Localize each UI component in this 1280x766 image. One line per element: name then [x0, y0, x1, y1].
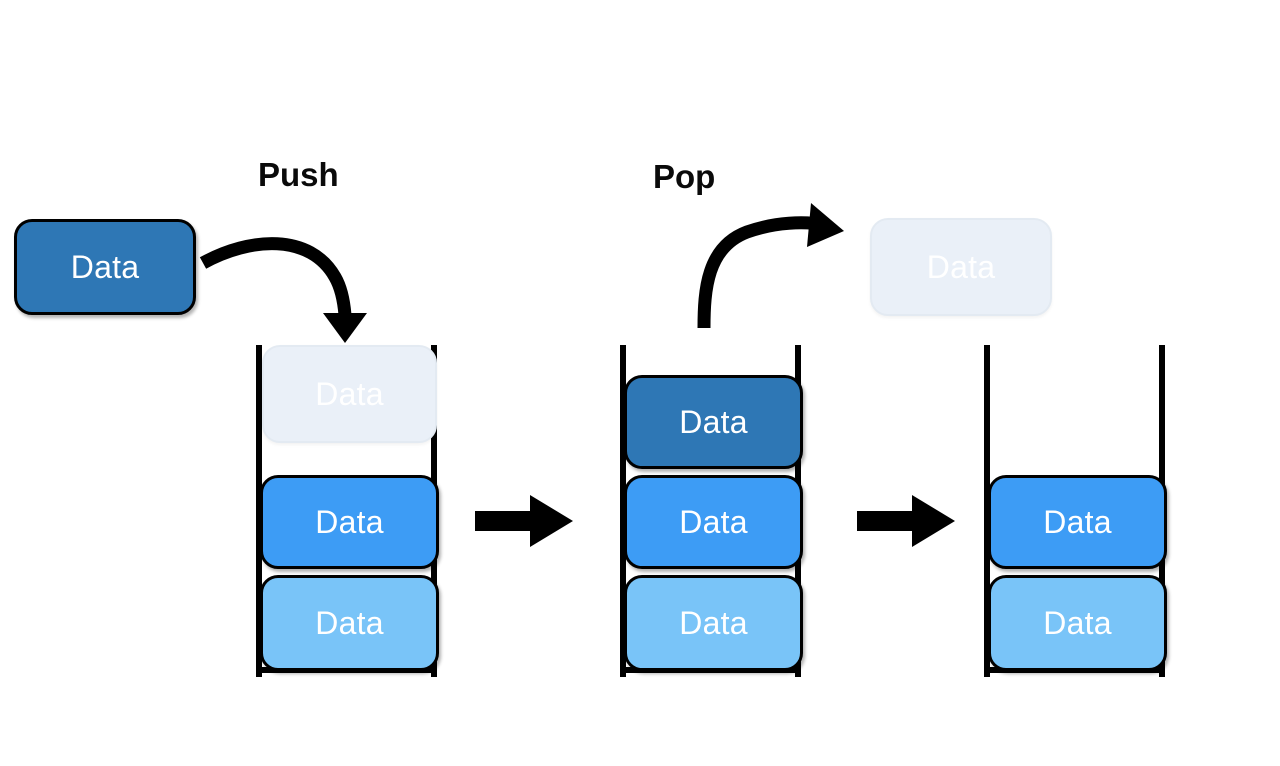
stack3-slot-bottom[interactable]: Data [988, 575, 1167, 671]
stack1-slot-middle[interactable]: Data [260, 475, 439, 569]
stack-left-rail [256, 345, 262, 677]
stack2-slot-top-label: Data [679, 404, 748, 440]
push-curve-arrow [199, 237, 367, 343]
stack1-slot-top-label: Data [315, 376, 384, 412]
transition-arrow-1 [475, 495, 573, 547]
stack3-slot-bottom-label: Data [1043, 605, 1112, 641]
stack2-slot-bottom[interactable]: Data [624, 575, 803, 671]
stack3-slot-middle[interactable]: Data [988, 475, 1167, 569]
stack2-slot-middle[interactable]: Data [624, 475, 803, 569]
stack-before-push: Data Data Data [250, 340, 446, 680]
stack1-slot-top[interactable]: Data [262, 345, 437, 443]
stack3-slot-middle-label: Data [1043, 504, 1112, 540]
incoming-data-box-label: Data [70, 249, 140, 285]
stack1-slot-bottom-label: Data [315, 605, 384, 641]
transition-arrow-2 [857, 495, 955, 547]
stack-after-push: Data Data Data [614, 340, 810, 680]
stack2-slot-bottom-label: Data [679, 605, 748, 641]
stack-left-rail [984, 345, 990, 677]
stack1-slot-bottom[interactable]: Data [260, 575, 439, 671]
stack1-slot-middle-label: Data [315, 504, 384, 540]
stack-left-rail [620, 345, 626, 677]
incoming-data-box[interactable]: Data [14, 219, 196, 315]
stack2-slot-middle-label: Data [679, 504, 748, 540]
popped-data-box-label: Data [926, 249, 996, 285]
pop-curve-arrow [697, 203, 844, 329]
push-label: Push [258, 156, 339, 193]
pop-label: Pop [653, 158, 716, 195]
stack-after-pop: Data Data [978, 340, 1174, 680]
popped-data-box[interactable]: Data [870, 218, 1052, 316]
stack2-slot-top[interactable]: Data [624, 375, 803, 469]
